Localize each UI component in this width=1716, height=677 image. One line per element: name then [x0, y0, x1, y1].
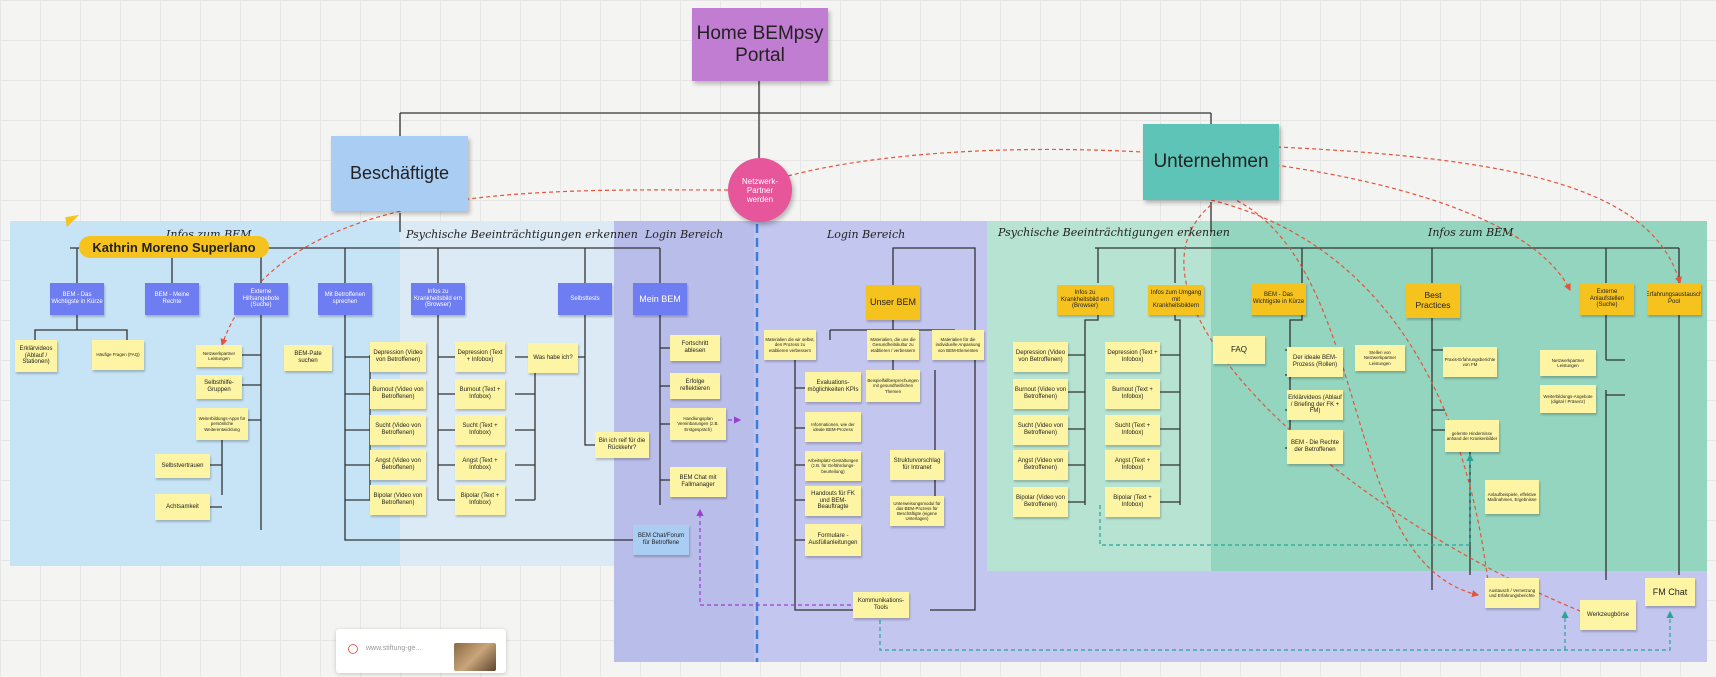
- node-mein-bem[interactable]: Mein BEM: [633, 283, 687, 315]
- node-company-disease-video[interactable]: Angst (Video von Betroffenen): [1013, 450, 1068, 480]
- employees-node[interactable]: Beschäftigte: [331, 136, 468, 211]
- node-company-infos-krankheit[interactable]: Infos zu Krankheitsbild ern (Browser): [1057, 285, 1113, 315]
- node-werkzeugboerse[interactable]: Werkzeugbörse: [1580, 600, 1636, 630]
- node-company-rechte[interactable]: BEM - Die Rechte der Betroffenen: [1287, 430, 1343, 464]
- node-haeufige-fragen[interactable]: Häufige Fragen (FAQ): [92, 340, 144, 370]
- node-disease-video[interactable]: Angst (Video von Betroffenen): [370, 450, 426, 480]
- section-title-login-right: Login Bereich: [827, 228, 906, 241]
- node-bin-ich-reif[interactable]: Bin ich reif für die Rückkehr?: [595, 432, 649, 458]
- link-icon: [348, 644, 358, 654]
- node-disease-text[interactable]: Angst (Text + Infobox): [455, 450, 505, 480]
- node-company-disease-video[interactable]: Burnout (Video von Betroffenen): [1013, 379, 1068, 409]
- node-ideale-prozess[interactable]: Der ideale BEM-Prozess (Rollen): [1287, 347, 1343, 377]
- node-kommunikation[interactable]: Kommunikations-Tools: [853, 592, 909, 618]
- node-strukturvorschlag[interactable]: Strukturvorschlag für Intranet: [890, 450, 944, 480]
- section-title-login-left: Login Bereich: [645, 228, 724, 241]
- node-company-infos-umgang[interactable]: Infos zum Umgang mit Krankheitsbildern: [1148, 285, 1204, 315]
- node-disease-text[interactable]: Bipolar (Text + Infobox): [455, 485, 505, 515]
- node-bem-rechte[interactable]: BEM - Meine Rechte: [145, 283, 199, 315]
- node-disease-text[interactable]: Depression (Text + Infobox): [455, 342, 505, 372]
- node-unser-bem[interactable]: Unser BEM: [866, 285, 920, 320]
- section-title-psych-left: Psychische Beeinträchtigungen erkennen: [406, 228, 638, 241]
- node-chatforum[interactable]: BEM Chat/Forum für Betroffene: [633, 525, 689, 555]
- node-externe-anlaufstellen[interactable]: Externe Anlaufstellen (Suche): [1580, 283, 1634, 315]
- node-company-erklaervideos[interactable]: Erklärvideos (Ablauf / Briefing der FK +…: [1287, 390, 1343, 420]
- node-company-disease-video[interactable]: Depression (Video von Betroffenen): [1013, 342, 1068, 372]
- node-company-disease-text[interactable]: Depression (Text + Infobox): [1105, 342, 1160, 372]
- node-company-disease-text[interactable]: Sucht (Text + Infobox): [1105, 415, 1160, 445]
- link-thumbnail: [454, 643, 496, 671]
- region-employee-psych: [400, 221, 614, 566]
- network-partner-node[interactable]: Netzwerk-Partner werden: [728, 158, 792, 222]
- node-company-bem-wichtigste[interactable]: BEM - Das Wichtigste in Kürze: [1251, 283, 1306, 315]
- node-bem-wichtigste[interactable]: BEM - Das Wichtigste in Kürze: [50, 283, 104, 315]
- node-bem-chat[interactable]: BEM Chat mit Fallmanager: [670, 467, 726, 497]
- node-selbsthilfe[interactable]: Selbsthilfe-Gruppen: [196, 375, 242, 399]
- company-node[interactable]: Unternehmen: [1143, 124, 1279, 200]
- node-was-habe-ich[interactable]: Was habe ich?: [528, 343, 578, 373]
- node-formulare[interactable]: Formulare - Ausfüllanleitungen: [805, 524, 861, 556]
- node-company-disease-video[interactable]: Sucht (Video von Betroffenen): [1013, 415, 1068, 445]
- node-material-2[interactable]: Materialien, die uns die Gesundheitskult…: [867, 330, 919, 360]
- node-disease-text[interactable]: Sucht (Text + Infobox): [455, 415, 505, 445]
- node-bem-pate[interactable]: BEM-Pate suchen: [284, 345, 332, 371]
- node-company-disease-video[interactable]: Bipolar (Video von Betroffenen): [1013, 487, 1068, 517]
- node-erfahrungsaustausch[interactable]: Erfahrungsaustausch Pool: [1647, 283, 1701, 315]
- node-gelernte-hindernisse[interactable]: gelernte Hindernisse anhand der Krankenb…: [1445, 420, 1499, 452]
- node-best-practices[interactable]: Best Practices: [1406, 283, 1460, 318]
- node-material-3[interactable]: Materialien für die individuelle Anpassu…: [932, 330, 984, 360]
- node-disease-video[interactable]: Depression (Video von Betroffenen): [370, 342, 426, 372]
- node-achtsamkeit[interactable]: Achtsamkeit: [155, 494, 210, 520]
- node-stellen-netzwerk[interactable]: Stellen von Netzwerkpartner Leistungen: [1355, 345, 1405, 371]
- node-weiterbildung-company[interactable]: Weiterbildungs-Angebote (digital / Präse…: [1540, 385, 1596, 413]
- node-austausch[interactable]: Austausch / Vernetzung und Erfahrungsber…: [1485, 578, 1539, 608]
- node-externe-hilfe[interactable]: Externe Hilfsangebote (Suche): [234, 283, 288, 315]
- link-preview-card[interactable]: www.stiftung-ge...: [336, 629, 506, 673]
- node-handouts[interactable]: Handouts für FK und BEM-Beauftragte: [805, 486, 861, 516]
- node-netzwerk-leistungen[interactable]: Netzwerkpartner Leistungen: [196, 345, 242, 367]
- node-erklaervideos[interactable]: Erklärvideos (Ablauf / Stationen): [15, 340, 57, 372]
- node-selbstvertrauen[interactable]: Selbstvertrauen: [155, 454, 210, 478]
- node-fm-chat[interactable]: FM Chat: [1645, 578, 1695, 606]
- node-company-disease-text[interactable]: Bipolar (Text + Infobox): [1105, 487, 1160, 517]
- node-arbeitsplatz[interactable]: Arbeitsplatz-Gestaltungen (z.B. für Gefä…: [805, 451, 861, 481]
- node-beispielfall[interactable]: Beispielfallbesprechungen mit gesundheit…: [866, 370, 920, 402]
- node-fortschritt[interactable]: Fortschritt ablesen: [670, 335, 720, 361]
- node-material-1[interactable]: Materialien die wir selbst, den Prozess …: [764, 330, 816, 360]
- node-netzwerk-leistungen-company[interactable]: Netzwerkpartner Leistungen: [1540, 350, 1596, 376]
- node-handlungsplan[interactable]: Handlungsplan Vereinbarungen (z.B. Erstg…: [670, 408, 726, 440]
- node-disease-video[interactable]: Burnout (Video von Betroffenen): [370, 379, 426, 409]
- node-infos-krankheit[interactable]: Infos zu Krankheitsbild ern (Browser): [411, 283, 465, 315]
- link-url-text: www.stiftung-ge...: [366, 645, 422, 652]
- section-title-infos-right: Infos zum BEM: [1428, 226, 1514, 239]
- node-selbsttests[interactable]: Selbsttests: [558, 283, 612, 315]
- section-title-psych-right: Psychische Beeinträchtigungen erkennen: [998, 226, 1230, 239]
- node-disease-video[interactable]: Sucht (Video von Betroffenen): [370, 415, 426, 445]
- node-evaluation[interactable]: Evaluations-möglichkeiten KPIs: [805, 372, 861, 402]
- node-disease-text[interactable]: Burnout (Text + Infobox): [455, 379, 505, 409]
- node-praxis-berichte[interactable]: Praxis-Erfahrungsberichte von FM: [1443, 347, 1497, 377]
- home-node[interactable]: Home BEMpsy Portal: [692, 8, 828, 81]
- node-anlaufbeispiele[interactable]: Anlaufbeispiele, effektive Maßnahmen, Er…: [1485, 480, 1539, 514]
- node-company-disease-text[interactable]: Angst (Text + Infobox): [1105, 450, 1160, 480]
- node-disease-video[interactable]: Bipolar (Video von Betroffenen): [370, 485, 426, 515]
- node-unterweisung[interactable]: Unterweisungsmodul für das BEM-Prozess f…: [890, 496, 944, 526]
- node-company-disease-text[interactable]: Burnout (Text + Infobox): [1105, 379, 1160, 409]
- node-erfolge[interactable]: Erfolge reflektieren: [670, 373, 720, 399]
- node-info-ideal[interactable]: Informationen, wie der ideale BEM-Prozes…: [805, 412, 861, 442]
- node-weiterbildung[interactable]: Weiterbildungs-Apps für persönliche Weit…: [196, 408, 248, 440]
- node-mit-betroffenen[interactable]: Mit Betroffenen sprechen: [318, 283, 372, 315]
- collaborator-name-tag: Kathrin Moreno Superlano: [79, 236, 269, 258]
- node-faq[interactable]: FAQ: [1213, 336, 1265, 364]
